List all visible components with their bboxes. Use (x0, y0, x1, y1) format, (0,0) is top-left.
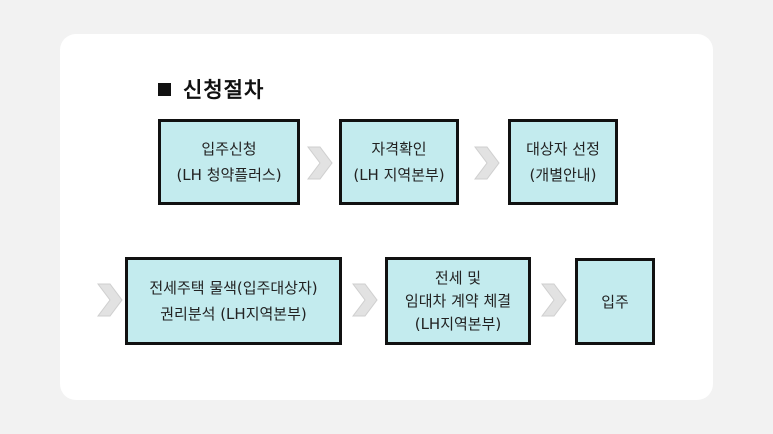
step-line: 전세 및 (434, 268, 482, 287)
chevron-arrow-icon (97, 283, 123, 317)
step-lease-contract: 전세 및 임대차 계약 체결 (LH지역본부) (385, 257, 531, 345)
chevron-arrow-icon (541, 283, 567, 317)
step-line: 권리분석 (LH지역본부) (160, 305, 307, 323)
step-eligibility-check: 자격확인 (LH 지역본부) (339, 119, 459, 205)
step-apply: 입주신청 (LH 청약플러스) (158, 119, 300, 205)
step-line: 자격확인 (371, 140, 427, 158)
chevron-arrow-icon (307, 146, 333, 180)
step-line: 전세주택 물색(입주대상자) (149, 279, 318, 297)
chevron-arrow-icon (352, 283, 378, 317)
step-house-search: 전세주택 물색(입주대상자) 권리분석 (LH지역본부) (125, 257, 342, 345)
step-line: (LH 청약플러스) (176, 166, 282, 184)
step-line: 임대차 계약 체결 (404, 291, 512, 310)
step-line: (LH 지역본부) (353, 166, 445, 184)
procedure-heading: 신청절차 (158, 74, 264, 104)
chevron-arrow-icon (474, 146, 500, 180)
page-title: 신청절차 (183, 78, 265, 102)
step-move-in: 입주 (575, 258, 655, 345)
step-line: 입주 (601, 292, 629, 311)
step-line: 입주신청 (201, 140, 257, 158)
step-line: (개별안내) (529, 166, 597, 184)
step-line: 대상자 선정 (526, 140, 600, 158)
step-selection: 대상자 선정 (개별안내) (508, 119, 618, 205)
step-line: (LH지역본부) (414, 314, 502, 333)
square-bullet-icon (158, 82, 171, 96)
